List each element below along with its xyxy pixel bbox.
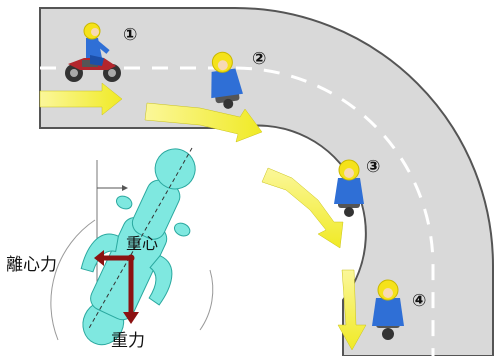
center-of-gravity-label: 重心: [126, 234, 158, 253]
marker-2: ②: [252, 49, 266, 69]
rider-4: [372, 279, 404, 340]
arrow-4: [337, 269, 367, 351]
direction-arrows: [39, 82, 367, 351]
marker-3: ③: [366, 157, 380, 177]
arrow-1: [39, 82, 123, 116]
gravity-label: 重力: [111, 331, 145, 351]
centrifugal-force-label: 離心力: [6, 255, 57, 275]
arrow-3: [261, 167, 344, 249]
force-diagram: [50, 147, 214, 346]
rider-3: [334, 159, 364, 217]
marker-1: ①: [123, 25, 137, 45]
rider-1: [65, 22, 121, 82]
lane-dashed-line: [40, 66, 435, 356]
marker-4: ④: [412, 291, 426, 311]
rider-2: [211, 51, 243, 109]
arrow-2: [144, 102, 263, 143]
road: [39, 7, 494, 356]
